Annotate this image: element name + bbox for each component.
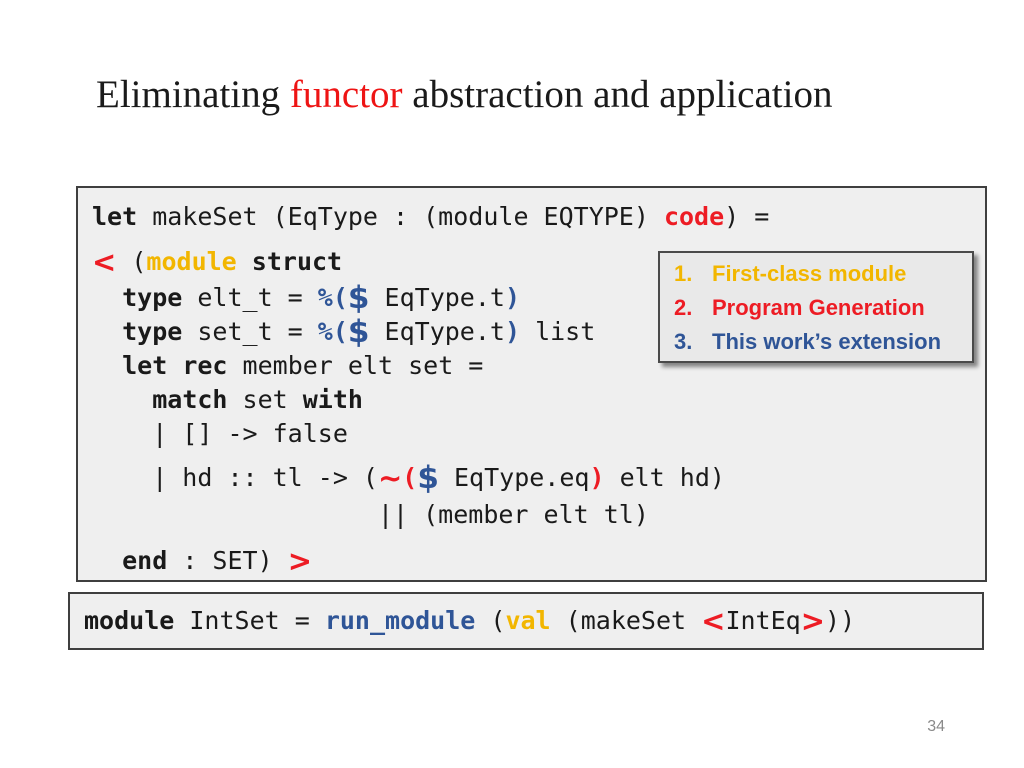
code-token: ( [116, 247, 147, 276]
code-token: %( [317, 317, 348, 346]
code-token: | [] -> false [92, 419, 348, 448]
code-token: ) = [724, 202, 770, 231]
legend-callout-box: 1. First-class module 2. Program Generation… [658, 251, 974, 363]
callout-item: 2. Program Generation [674, 291, 972, 325]
slide-title: Eliminating functor abstraction and appl… [96, 72, 832, 117]
code-token: ) [589, 463, 605, 492]
code-token: type [122, 317, 183, 346]
code-token: module [84, 606, 175, 635]
callout-item-number: 3. [674, 329, 693, 354]
title-suffix: abstraction and application [402, 73, 833, 116]
bottom-code-block: module IntSet = run_module (val (makeSet… [68, 592, 984, 650]
code-token: EqType.t [369, 317, 505, 346]
code-token: member elt set = [227, 351, 484, 380]
code-token [92, 351, 122, 380]
callout-item-label: Program Generation [712, 295, 925, 320]
code-token: IntSet = [174, 606, 325, 635]
code-token: EqType.t [369, 283, 505, 312]
code-token: let [92, 202, 138, 231]
callout-item: 3. This work’s extension [674, 325, 972, 359]
page-number: 34 [927, 718, 945, 735]
code-token: ) [504, 317, 521, 346]
code-token: %( [317, 283, 348, 312]
code-token: list [520, 317, 596, 346]
callout-item-number: 1. [674, 261, 693, 286]
code-token: set [227, 385, 303, 414]
code-token: end [122, 546, 168, 575]
code-token: makeSet (EqType : (module EQTYPE) [137, 202, 664, 231]
title-emphasis: functor [289, 73, 403, 116]
code-line: | [] -> false [92, 417, 985, 451]
code-line: match set with [92, 383, 985, 417]
code-line: let makeSet (EqType : (module EQTYPE) co… [92, 200, 985, 234]
code-token [92, 385, 152, 414]
code-token: > [287, 544, 312, 578]
code-line: end : SET) > [92, 544, 985, 578]
code-line: < (module struct [92, 245, 985, 279]
code-token [92, 283, 122, 312]
code-token: rec [182, 351, 228, 380]
title-prefix: Eliminating [96, 73, 290, 116]
code-token: EqType.eq [438, 463, 590, 492]
code-token [167, 351, 182, 380]
code-token: | hd :: tl -> ( [92, 463, 378, 492]
code-token: ) [504, 283, 521, 312]
main-code-block: let makeSet (EqType : (module EQTYPE) co… [76, 186, 987, 582]
code-token: elt_t = [182, 283, 318, 312]
code-token: let [122, 351, 168, 380]
code-token: < [701, 604, 726, 638]
code-token: > [800, 604, 826, 638]
code-token: elt hd) [604, 463, 725, 492]
code-token: $ [417, 460, 439, 496]
code-line: module IntSet = run_module (val (makeSet… [84, 604, 855, 638]
callout-item-label: First-class module [712, 261, 907, 286]
code-token: run_module [324, 606, 476, 635]
code-token [92, 317, 122, 346]
code-token: set_t = [182, 317, 318, 346]
code-token: IntEq [725, 606, 801, 635]
code-token: ~ [377, 461, 403, 495]
callout-item: 1. First-class module [674, 257, 972, 291]
code-token: module [146, 247, 237, 276]
code-token: struct [251, 247, 343, 276]
code-line: type set_t = %($ EqType.t) list [92, 315, 985, 349]
code-line: let rec member elt set = [92, 349, 985, 383]
code-token: ( [475, 606, 506, 635]
code-token: : SET) [167, 546, 288, 575]
code-token: )) [825, 606, 856, 635]
code-token: (makeSet [550, 606, 702, 635]
code-line: type elt_t = %($ EqType.t) [92, 281, 985, 315]
code-token [92, 546, 122, 575]
code-token: $ [347, 314, 370, 350]
callout-item-number: 2. [674, 295, 693, 320]
code-line: | hd :: tl -> (~($ EqType.eq) elt hd) [92, 461, 985, 495]
code-token: match [152, 385, 228, 414]
code-token: || (member elt tl) [92, 500, 649, 529]
code-token: < [92, 245, 117, 279]
code-token: val [505, 606, 551, 635]
code-token: type [122, 283, 183, 312]
code-token: $ [347, 280, 370, 316]
code-token [237, 247, 252, 276]
code-token: with [302, 385, 363, 414]
code-line: || (member elt tl) [92, 498, 985, 532]
code-token: ( [402, 463, 418, 492]
callout-item-label: This work’s extension [712, 329, 942, 354]
code-token: code [663, 202, 725, 231]
